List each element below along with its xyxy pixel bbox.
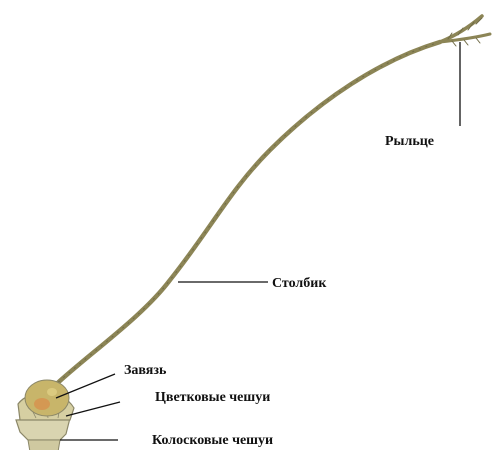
label-ovary: Завязь bbox=[124, 363, 167, 378]
label-style: Столбик bbox=[272, 276, 327, 291]
glumes bbox=[16, 418, 70, 450]
style bbox=[48, 42, 440, 392]
label-glumes: Колосковые чешуи bbox=[152, 433, 273, 448]
leader-lines bbox=[56, 42, 460, 440]
label-lemmas: Цветковые чешуи bbox=[155, 390, 270, 405]
stigma bbox=[440, 16, 490, 46]
label-stigma: Рыльце bbox=[385, 134, 434, 149]
ovary bbox=[25, 380, 69, 416]
